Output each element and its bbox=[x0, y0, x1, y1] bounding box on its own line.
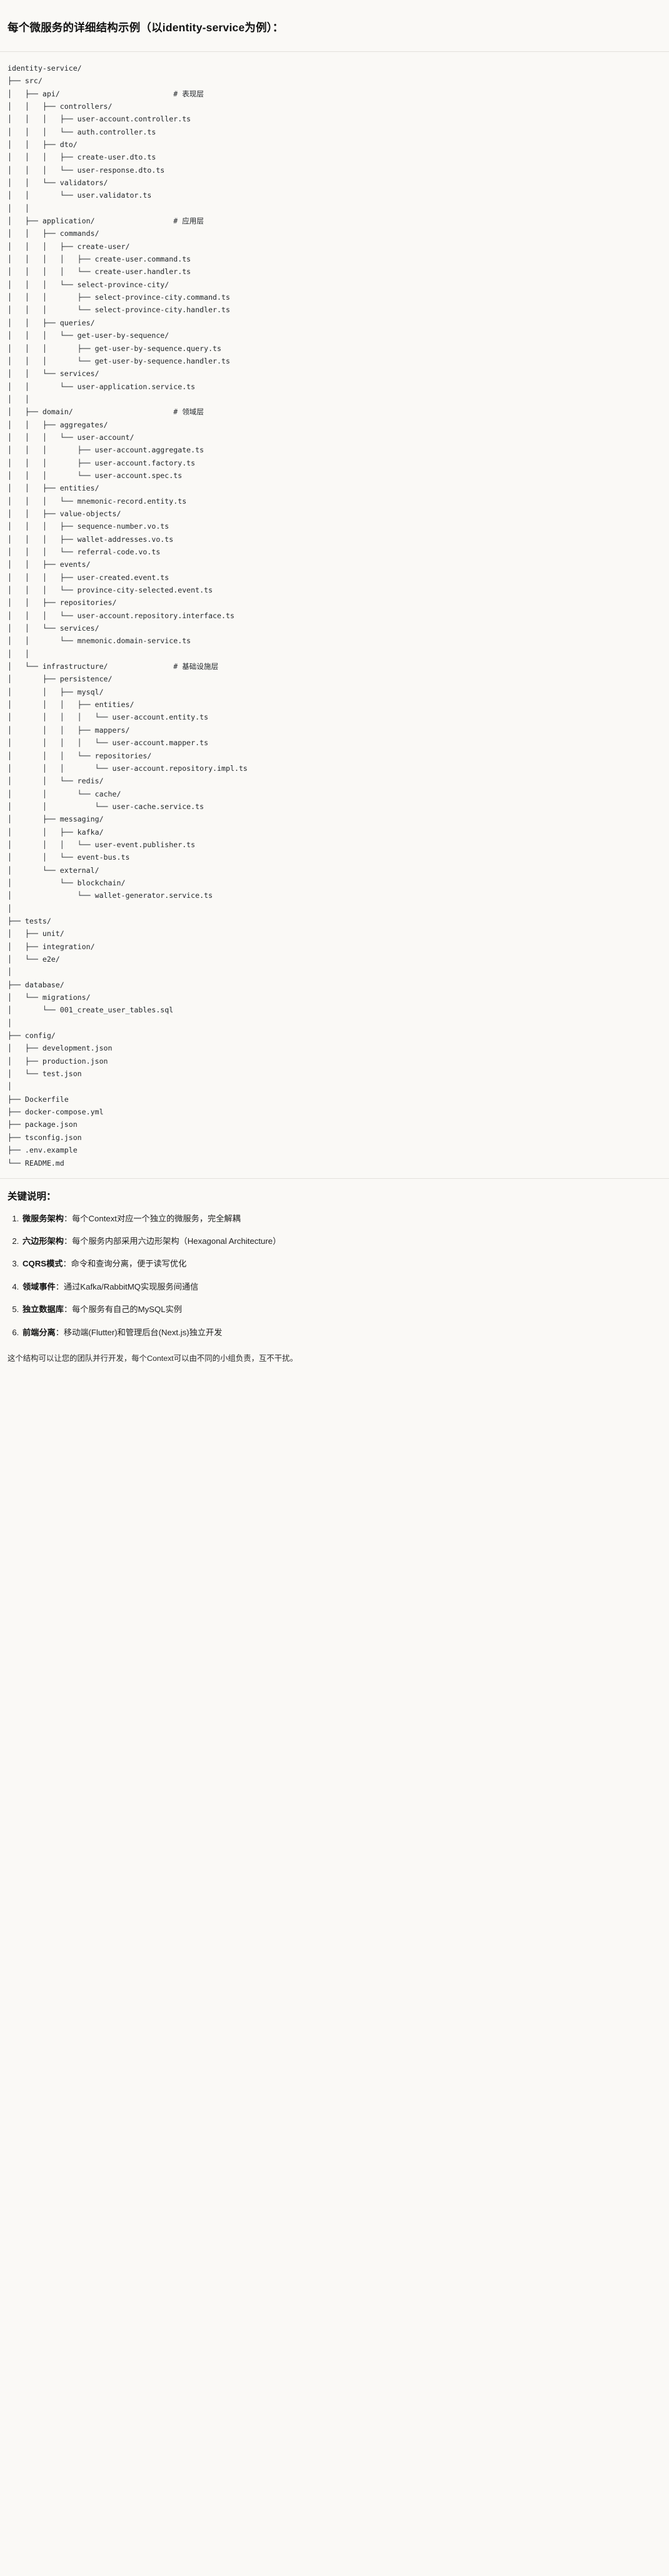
note-body: ：命令和查询分离，便于读写优化 bbox=[63, 1259, 187, 1269]
list-item: CQRS模式：命令和查询分离，便于读写优化 bbox=[21, 1258, 661, 1270]
note-term: 独立数据库 bbox=[23, 1305, 64, 1315]
list-item: 六边形架构：每个服务内部采用六边形架构（Hexagonal Architectu… bbox=[21, 1235, 661, 1248]
note-term: 前端分离 bbox=[23, 1327, 56, 1337]
list-item: 微服务架构：每个Context对应一个独立的微服务，完全解耦 bbox=[21, 1213, 661, 1225]
divider-bottom bbox=[0, 1178, 669, 1179]
note-body: ：每个服务内部采用六边形架构（Hexagonal Architecture） bbox=[63, 1236, 281, 1246]
note-term: CQRS模式 bbox=[23, 1259, 63, 1269]
document-page: 每个微服务的详细结构示例（以identity-service为例）： ident… bbox=[0, 7, 669, 1377]
note-body: ：通过Kafka/RabbitMQ实现服务间通信 bbox=[55, 1281, 199, 1291]
divider-top bbox=[0, 51, 669, 52]
note-term: 领域事件 bbox=[23, 1281, 56, 1291]
note-body: ：每个Context对应一个独立的微服务，完全解耦 bbox=[63, 1213, 241, 1223]
key-notes-list: 微服务架构：每个Context对应一个独立的微服务，完全解耦 六边形架构：每个服… bbox=[8, 1213, 661, 1340]
list-item: 前端分离：移动端(Flutter)和管理后台(Next.js)独立开发 bbox=[21, 1326, 661, 1339]
note-term: 微服务架构 bbox=[23, 1213, 64, 1223]
page-title: 每个微服务的详细结构示例（以identity-service为例）： bbox=[8, 21, 284, 34]
note-term: 六边形架构 bbox=[23, 1236, 64, 1246]
note-body: ：每个服务有自己的MySQL实例 bbox=[63, 1305, 182, 1315]
list-item: 领域事件：通过Kafka/RabbitMQ实现服务间通信 bbox=[21, 1281, 661, 1293]
list-item: 独立数据库：每个服务有自己的MySQL实例 bbox=[21, 1303, 661, 1316]
note-body: ：移动端(Flutter)和管理后台(Next.js)独立开发 bbox=[55, 1327, 223, 1337]
key-notes-title: 关键说明： bbox=[8, 1191, 56, 1202]
directory-tree: identity-service/ ├── src/ │ ├── api/ # … bbox=[8, 63, 248, 1168]
directory-tree-block: identity-service/ ├── src/ │ ├── api/ # … bbox=[0, 51, 669, 1178]
closing-paragraph: 这个结构可以让您的团队并行开发，每个Context可以由不同的小组负责，互不干扰… bbox=[8, 1354, 298, 1363]
key-notes-section: 关键说明： 微服务架构：每个Context对应一个独立的微服务，完全解耦 六边形… bbox=[0, 1179, 669, 1350]
